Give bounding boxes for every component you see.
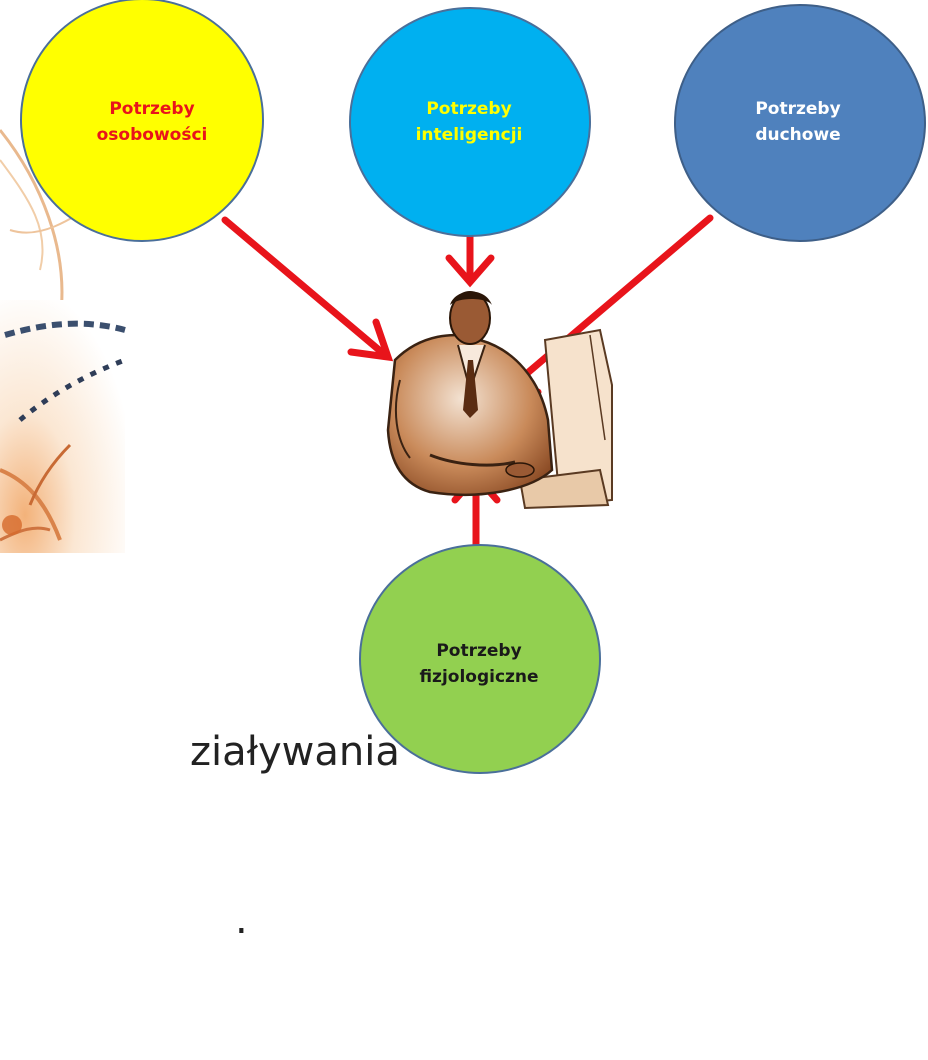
label-osobowosci-line2: osobowości — [96, 125, 208, 145]
partial-text-line1: ziaływania — [190, 729, 400, 775]
label-fizjologiczne: Potrzeby fizjologiczne — [419, 638, 538, 690]
circles — [20, 0, 926, 774]
label-duchowe-line2: duchowe — [755, 125, 841, 145]
arrow-duchowe — [501, 214, 714, 396]
label-osobowosci-line1: Potrzeby — [109, 99, 195, 119]
person-at-computer-figure — [386, 291, 613, 510]
arrow-osobowosci — [221, 216, 389, 359]
circle-fizjologiczne — [359, 544, 601, 774]
partial-slide-text: ziaływania . — [0, 612, 400, 1060]
label-osobowosci: Potrzeby osobowości — [97, 96, 208, 148]
label-inteligencji: Potrzeby inteligencji — [416, 96, 523, 148]
arrow-osobowosci-head — [347, 318, 394, 362]
partial-text-line2: . — [235, 897, 248, 943]
label-fizjologiczne-line2: fizjologiczne — [419, 667, 539, 687]
label-fizjologiczne-line1: Potrzeby — [436, 641, 522, 661]
circle-inteligencji — [349, 7, 591, 237]
diagram-canvas: Potrzeby osobowości Potrzeby inteligencj… — [0, 0, 926, 943]
circle-duchowe — [674, 4, 926, 242]
circle-osobowosci — [20, 0, 264, 242]
label-inteligencji-line1: Potrzeby — [426, 99, 512, 119]
arrow-inteligencji-head — [445, 254, 495, 288]
label-inteligencji-line2: inteligencji — [415, 125, 523, 145]
label-duchowe-line1: Potrzeby — [755, 99, 841, 119]
label-duchowe: Potrzeby duchowe — [755, 96, 840, 148]
diagram-svg — [0, 0, 926, 774]
